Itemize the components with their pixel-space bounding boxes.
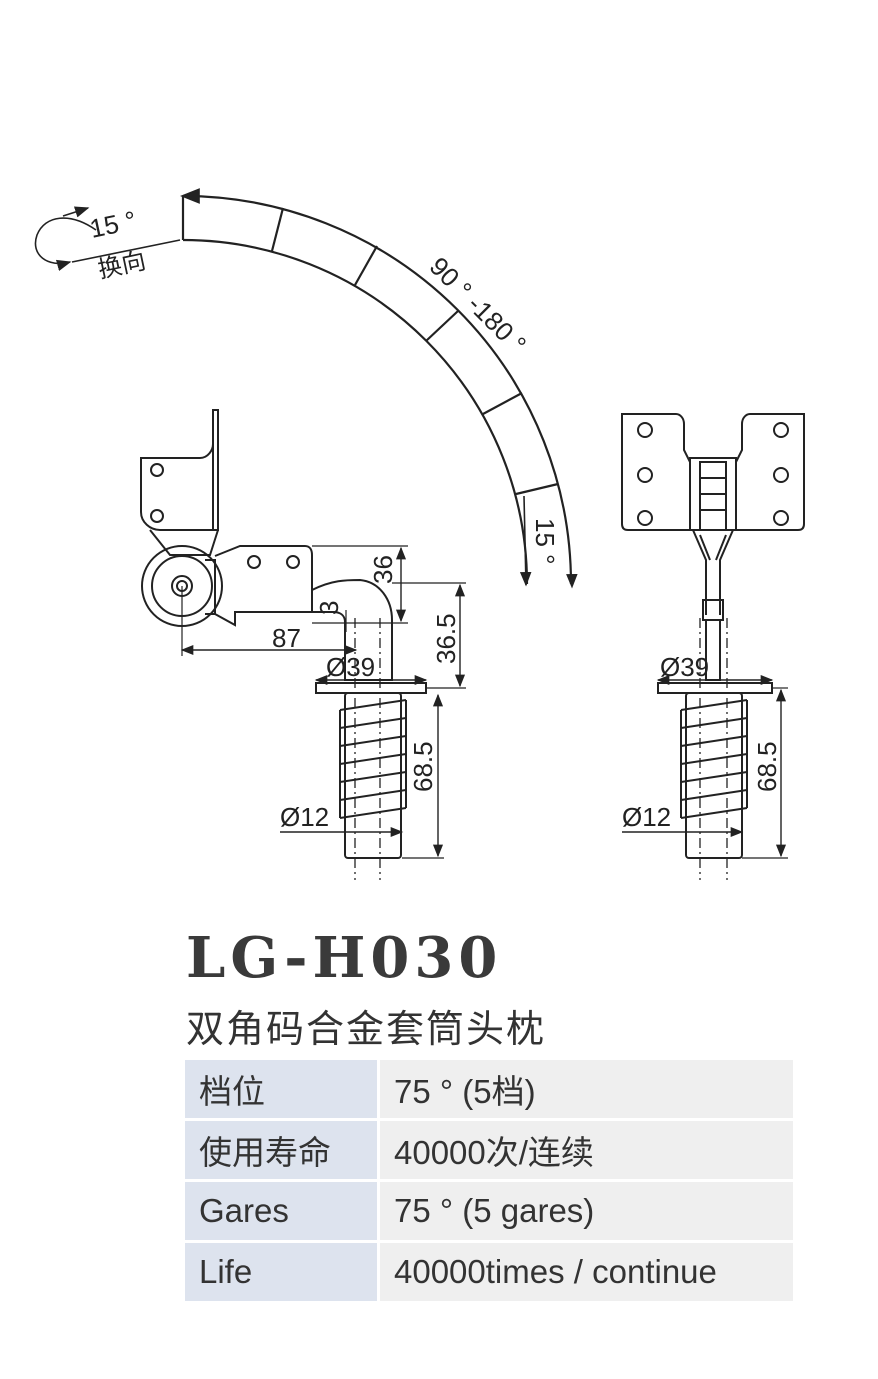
side-dim-36-5: 36.5 <box>431 613 461 664</box>
front-view-bracket <box>621 413 805 880</box>
side-dim-dia39: Ø39 <box>326 652 375 682</box>
spec-label: 使用寿命 <box>185 1119 380 1182</box>
side-view-bracket <box>140 409 466 880</box>
product-name: 双角码合金套筒头枕 <box>186 1007 547 1051</box>
end-angle-label: 15 ° <box>530 518 560 565</box>
spec-value: 40000次/连续 <box>378 1119 793 1182</box>
spec-value: 40000times / continue <box>378 1241 793 1304</box>
side-dim-36: 36 <box>368 555 398 584</box>
spec-label: 档位 <box>185 1060 380 1121</box>
side-dim-dia12: Ø12 <box>280 802 329 832</box>
spec-value: 75 ° (5 gares) <box>378 1180 793 1243</box>
side-dim-68-5: 68.5 <box>408 741 438 792</box>
front-dim-dia39: Ø39 <box>660 652 709 682</box>
spec-row: 使用寿命 40000次/连续 <box>185 1119 793 1182</box>
spec-row: 档位 75 ° (5档) <box>185 1060 793 1121</box>
front-dim-68-5: 68.5 <box>752 741 782 792</box>
front-dim-dia12: Ø12 <box>622 802 671 832</box>
side-dim-87: 87 <box>272 623 301 653</box>
rotation-range-label: 90 ° -180 ° <box>424 251 532 359</box>
rotation-arc <box>34 196 578 589</box>
spec-label: Gares <box>185 1180 380 1243</box>
technical-drawing: 15 ° 换向 90 ° -180 ° 15 ° <box>34 0 805 880</box>
model-number: LG-H030 <box>186 925 503 991</box>
spec-value: 75 ° (5档) <box>378 1060 793 1121</box>
side-dim-3: 3 <box>314 601 344 615</box>
spec-table: 档位 75 ° (5档) 使用寿命 40000次/连续 Gares 75 ° (… <box>185 1060 793 1304</box>
flip-direction-label: 换向 <box>95 247 148 284</box>
spec-row: Life 40000times / continue <box>185 1241 793 1304</box>
spec-row: Gares 75 ° (5 gares) <box>185 1180 793 1243</box>
spec-label: Life <box>185 1241 380 1304</box>
flip-angle-label: 15 ° <box>87 205 139 244</box>
